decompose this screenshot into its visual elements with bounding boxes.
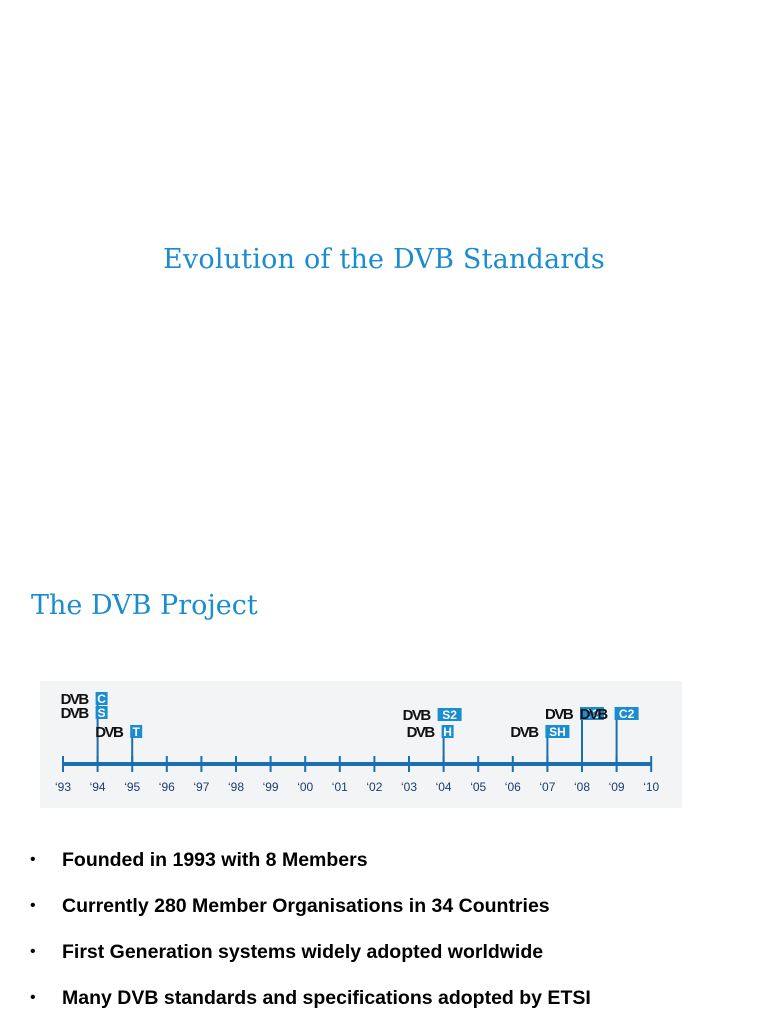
standard-badge	[545, 725, 570, 738]
standard-badge-label: T	[133, 725, 141, 739]
bullet-text: Many DVB standards and specifications ad…	[62, 987, 591, 1009]
standard-badge	[95, 706, 108, 719]
dvb-logo: DVB	[580, 706, 609, 723]
dvb-logo: DVB	[95, 724, 124, 741]
bullet-dot: •	[30, 989, 36, 1006]
bullet-dot: •	[30, 943, 36, 960]
dvb-logo: DVB	[510, 724, 539, 741]
tick-label: ‘96	[159, 780, 175, 794]
standard-badge	[441, 725, 454, 738]
bullet-item: • Currently 280 Member Organisations in 3…	[28, 892, 591, 938]
timeline-figure: ‘93 ‘94 ‘95 ‘96 ‘97 ‘98 ‘99 ‘00 ‘01 ‘02 ‘03 ‘04 ‘05 ‘…	[40, 681, 682, 808]
bullet-dot: •	[30, 897, 36, 914]
tick-label: ‘04	[436, 780, 452, 794]
standard-badge-label: C	[97, 692, 106, 706]
tick-label: ‘02	[366, 780, 382, 794]
tick-label: ‘93	[55, 780, 71, 794]
dvb-logo: DVB	[403, 707, 432, 724]
dvb-logo: DVB	[61, 705, 90, 722]
dvb-logo: DVB	[61, 691, 90, 708]
tick-label: ‘97	[193, 780, 209, 794]
tick-label: ‘10	[643, 780, 659, 794]
bullet-text: Founded in 1993 with 8 Members	[62, 849, 368, 871]
tick-label: ‘07	[539, 780, 555, 794]
standard-badge	[437, 708, 462, 721]
standard-badge-label: S	[98, 706, 106, 720]
standard-badge	[130, 725, 143, 738]
standard-badge-label: H	[443, 725, 452, 739]
tick-label: ‘06	[505, 780, 521, 794]
bullet-dot: •	[30, 851, 36, 868]
tick-label: ‘94	[90, 780, 106, 794]
tick-label: ‘09	[609, 780, 625, 794]
bullet-list: • Founded in 1993 with 8 Members • Current…	[28, 846, 591, 1024]
bullet-text: First Generation systems widely adopted …	[62, 941, 544, 963]
standard-badge-label: C2	[619, 707, 635, 721]
tick-label: ‘08	[574, 780, 590, 794]
tick-label: ‘00	[297, 780, 313, 794]
tick-label: ‘03	[401, 780, 417, 794]
bullet-item: • First Generation systems widely adopted…	[28, 938, 591, 984]
bullet-item: • Founded in 1993 with 8 Members	[28, 846, 591, 892]
tick-label: ‘99	[263, 780, 279, 794]
standard-badge-label: SH	[549, 725, 566, 739]
standard-badge-label: S2	[442, 708, 457, 722]
bullet-text: Currently 280 Member Organisations in 34…	[62, 895, 550, 917]
tick-label: ‘01	[332, 780, 348, 794]
slide-title: Evolution of the DVB Standards	[163, 244, 605, 275]
standard-badge	[614, 707, 639, 720]
section-title: The DVB Project	[31, 590, 258, 621]
standard-badge-label: T2	[585, 707, 599, 721]
standard-badge	[95, 692, 108, 705]
timeline-svg: ‘93 ‘94 ‘95 ‘96 ‘97 ‘98 ‘99 ‘00 ‘01 ‘02 ‘03 ‘04 ‘05 ‘…	[55, 691, 660, 794]
bullet-item: • Many DVB standards and specifications a…	[28, 984, 591, 1024]
tick-label: ‘95	[124, 780, 140, 794]
dvb-logo: DVB	[407, 724, 436, 741]
standard-badge	[580, 707, 604, 720]
tick-label: ‘05	[470, 780, 486, 794]
tick-label: ‘98	[228, 780, 244, 794]
dvb-logo: DVB	[545, 706, 574, 723]
